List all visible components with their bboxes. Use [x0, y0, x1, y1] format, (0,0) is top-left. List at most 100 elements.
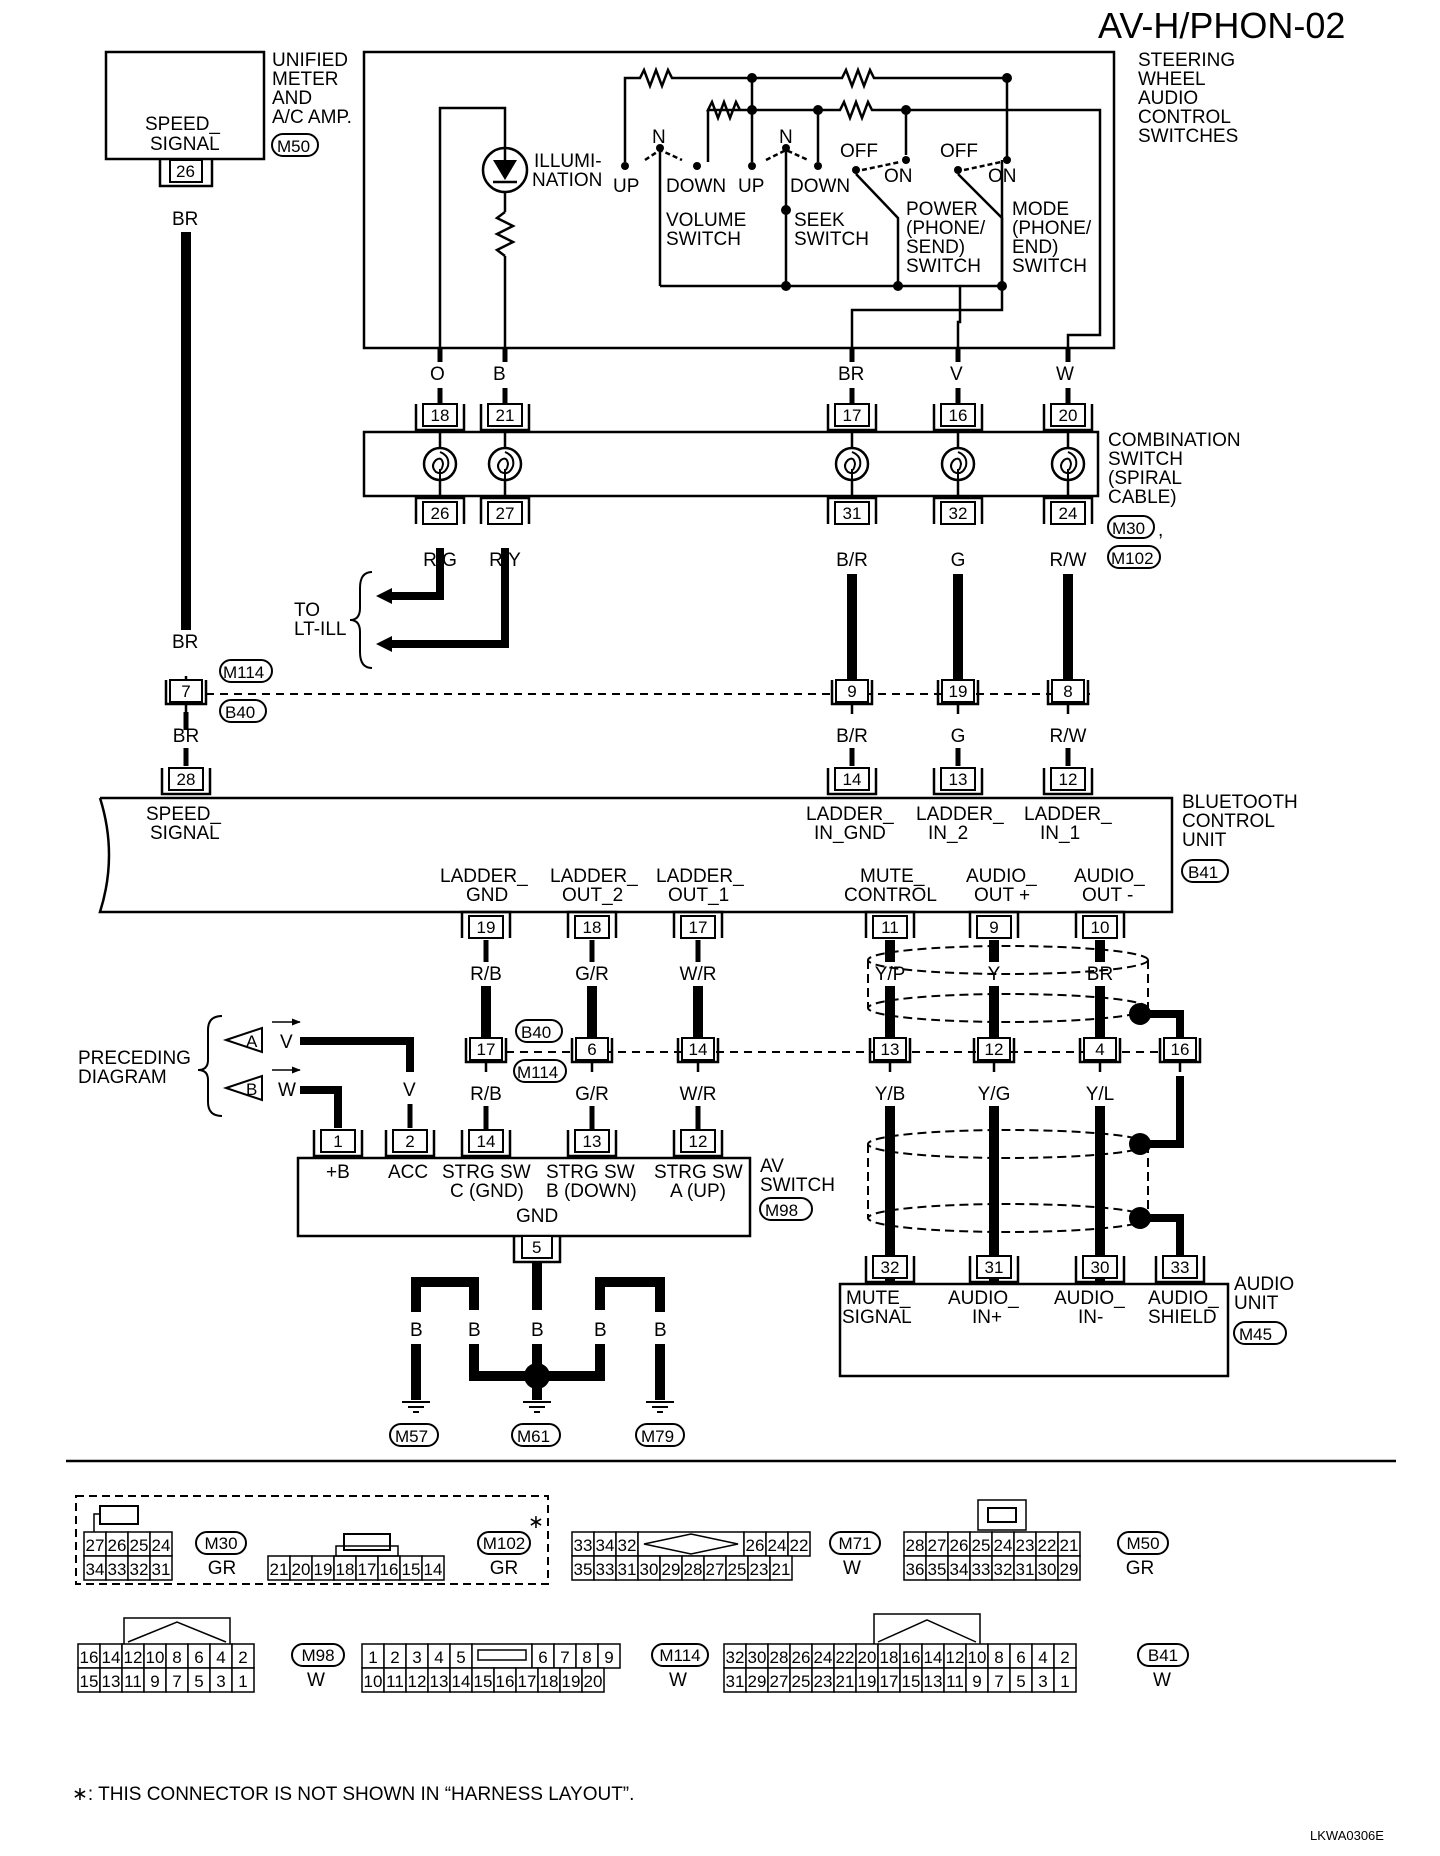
- connector-cavity: [1057, 1555, 1081, 1581]
- av-swb-label-2: B (DOWN): [546, 1181, 637, 1202]
- bt-audio-out-minus: AUDIO_: [1074, 866, 1145, 887]
- wire-r-y: [388, 548, 509, 648]
- pin-number: 17: [843, 406, 862, 425]
- pin-box: [681, 1037, 715, 1061]
- pin-box: [834, 767, 870, 791]
- cavity-number: 4: [1038, 1648, 1047, 1667]
- pin-number: 31: [843, 504, 862, 523]
- cavity-number: 5: [1016, 1672, 1025, 1691]
- cavity-number: 9: [972, 1672, 981, 1691]
- pin-box: [873, 1037, 907, 1061]
- cavity-number: 8: [172, 1648, 181, 1667]
- bt-mute-control-2: CONTROL: [844, 885, 937, 906]
- conn-m30-tag: M30: [1112, 519, 1145, 538]
- cavity-number: 12: [946, 1648, 965, 1667]
- cavity-number: 8: [582, 1648, 591, 1667]
- pin-number: 10: [1091, 918, 1110, 937]
- cavity-number: 27: [86, 1536, 105, 1555]
- cavity-number: 32: [130, 1560, 149, 1579]
- pin-box: [1050, 403, 1086, 427]
- cavity-number: 3: [1038, 1672, 1047, 1691]
- pin-number: 32: [881, 1258, 900, 1277]
- steering-name-4: CONTROL: [1138, 107, 1231, 128]
- connector-latch: [987, 1507, 1017, 1523]
- bt-ladder-in-gnd: LADDER_: [806, 804, 894, 825]
- connector-cavity: [581, 1667, 605, 1693]
- connector-latch: [343, 1533, 391, 1551]
- wire-o-label: O: [430, 364, 445, 385]
- cavity-number: 2: [238, 1648, 247, 1667]
- connector-color: GR: [1126, 1558, 1155, 1579]
- connector-tag: [291, 1643, 345, 1667]
- illumination-resistor-icon: [494, 211, 516, 257]
- cavity-number: 17: [518, 1672, 537, 1691]
- pin-number: 12: [1059, 770, 1078, 789]
- pin-box: [392, 1129, 428, 1153]
- av-switch: AV SWITCH M98 +B ACC STRG SW C (GND) STR…: [296, 1156, 835, 1238]
- wire-br-label: BR: [172, 632, 198, 653]
- connector-tag: [1117, 1531, 1169, 1555]
- cavity-number: 16: [80, 1648, 99, 1667]
- preceding-diagram: PRECEDING DIAGRAM A B V W: [78, 1015, 301, 1117]
- combination-name-2: SWITCH: [1108, 449, 1183, 470]
- pin-number: 28: [177, 770, 196, 789]
- wire-br2-label: BR: [838, 364, 864, 385]
- gnd-wire-3: B: [531, 1320, 544, 1341]
- cavity-number: 23: [1016, 1536, 1035, 1555]
- power-switch-label-3: SEND): [906, 237, 965, 258]
- connector-key-icon: [643, 1533, 739, 1555]
- power-switch-label: POWER: [906, 199, 978, 220]
- wire-label: G/R: [575, 964, 609, 985]
- pin-number: 18: [583, 918, 602, 937]
- bt-name-3: UNIT: [1182, 830, 1227, 851]
- steering-name-3: AUDIO: [1138, 88, 1198, 109]
- pin-box: [1163, 1037, 1197, 1061]
- av-acc-label: ACC: [388, 1162, 428, 1183]
- bt-ladder-in-1: LADDER_: [1024, 804, 1112, 825]
- meter-wire: BR: [172, 209, 198, 230]
- connector-cavity: [1053, 1667, 1077, 1693]
- cavity-number: 5: [194, 1672, 203, 1691]
- cavity-number: 26: [792, 1648, 811, 1667]
- cavity-number: 3: [412, 1648, 421, 1667]
- volume-down-label: DOWN: [666, 176, 726, 197]
- cavity-number: 16: [380, 1560, 399, 1579]
- cavity-number: 11: [386, 1672, 404, 1691]
- bt-ladder-in-2-b: IN_2: [928, 823, 968, 844]
- diagram-title: AV-H/PHON-02: [1098, 5, 1345, 46]
- steering-name-5: SWITCHES: [1138, 126, 1238, 147]
- conn-m98-tag: M98: [765, 1201, 798, 1220]
- joint-connector-2: B40 M114: [506, 1019, 1162, 1083]
- ground-m61: M61: [517, 1427, 550, 1446]
- connector-tag: [477, 1531, 531, 1555]
- audio-name-1: AUDIO: [1234, 1274, 1294, 1295]
- volume-switch-label: VOLUME: [666, 210, 746, 231]
- conn-m114-tag: M114: [223, 663, 264, 682]
- av-swc-label-2: C (GND): [450, 1181, 524, 1202]
- pin-number: 21: [496, 406, 515, 425]
- cavity-number: 35: [928, 1560, 947, 1579]
- illumination-label-2: NATION: [532, 170, 602, 191]
- seek-switch-label-2: SWITCH: [794, 229, 869, 250]
- figure-code: LKWA0306E: [1310, 1828, 1384, 1843]
- mode-switch-label-4: SWITCH: [1012, 256, 1087, 277]
- pin-number: 18: [431, 406, 450, 425]
- cavity-number: 22: [790, 1536, 809, 1555]
- audio-mute-label: MUTE_: [846, 1288, 911, 1309]
- volume-up-label: UP: [613, 176, 639, 197]
- power-on-label: ON: [884, 166, 913, 187]
- mode-switch-label: MODE: [1012, 199, 1069, 220]
- cavity-number: 9: [150, 1672, 159, 1691]
- cavity-number: 7: [994, 1672, 1003, 1691]
- av-swa-label-2: A (UP): [670, 1181, 726, 1202]
- cavity-number: 26: [108, 1536, 127, 1555]
- connector-id: M30: [204, 1534, 237, 1553]
- pin-number: 30: [1091, 1258, 1110, 1277]
- connector-color: GR: [208, 1558, 237, 1579]
- cavity-number: 3: [216, 1672, 225, 1691]
- cavity-number: 15: [902, 1672, 921, 1691]
- cavity-number: 22: [1038, 1536, 1057, 1555]
- connector-cavity: [769, 1555, 793, 1581]
